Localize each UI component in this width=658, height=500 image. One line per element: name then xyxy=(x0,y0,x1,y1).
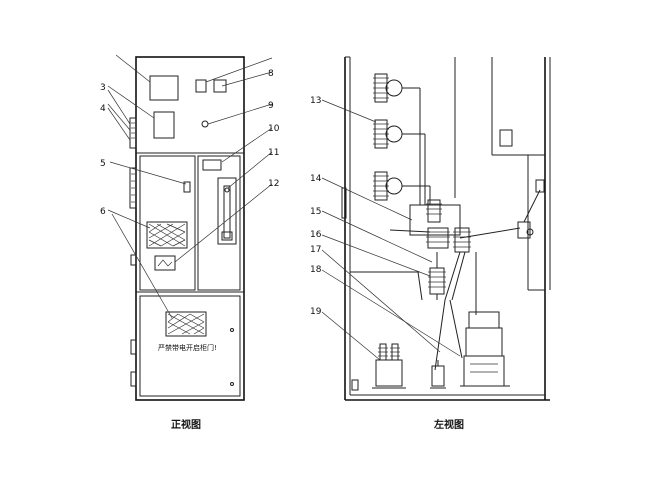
hinge-group xyxy=(129,117,137,387)
svg-text:8: 8 xyxy=(268,69,274,79)
indicator-1 xyxy=(195,79,207,93)
busbar-insulators xyxy=(373,62,456,205)
svg-text:17: 17 xyxy=(310,245,321,255)
hex-bolt xyxy=(499,129,513,147)
voltage-transformer xyxy=(460,311,510,387)
handle-5 xyxy=(183,181,191,193)
bottom-door xyxy=(139,295,241,397)
svg-text:3: 3 xyxy=(100,83,106,93)
svg-text:11: 11 xyxy=(268,148,279,158)
svg-text:6: 6 xyxy=(100,207,106,217)
svg-text:9: 9 xyxy=(268,101,274,111)
svg-text:10: 10 xyxy=(268,124,280,134)
front-leaders xyxy=(107,54,273,319)
lamp-icon xyxy=(201,120,209,128)
left-view-caption: 左视图 xyxy=(433,418,464,431)
svg-text:16: 16 xyxy=(310,230,322,240)
viewing-grille-upper xyxy=(146,221,188,249)
front-view: 严禁带电开启柜门! 3 4 5 6 8 9 10 xyxy=(100,54,280,431)
label-plate xyxy=(154,255,176,271)
warning-label: 严禁带电开启柜门! xyxy=(158,343,217,352)
middle-door-left xyxy=(139,155,196,291)
indicator-2 xyxy=(213,79,227,93)
front-view-caption: 正视图 xyxy=(171,418,201,431)
left-view: 13 14 15 16 17 18 19 左视图 xyxy=(310,56,551,431)
side-leaders xyxy=(321,99,461,361)
side-callout-numbers: 13 14 15 16 17 18 19 xyxy=(310,96,322,317)
surge-arrester xyxy=(430,360,446,389)
svg-text:19: 19 xyxy=(310,307,322,317)
svg-text:13: 13 xyxy=(310,96,321,106)
viewing-grille-lower xyxy=(165,311,207,337)
middle-door-right xyxy=(197,155,241,291)
svg-text:14: 14 xyxy=(310,174,322,184)
operating-slot xyxy=(217,177,237,245)
svg-text:12: 12 xyxy=(268,179,279,189)
disconnector xyxy=(389,199,521,253)
cable-terminals xyxy=(372,343,406,389)
front-callout-numbers: 3 4 5 6 8 9 10 11 12 xyxy=(100,69,280,217)
svg-text:5: 5 xyxy=(100,159,106,169)
relay-window xyxy=(153,111,175,139)
svg-text:18: 18 xyxy=(310,265,322,275)
svg-text:15: 15 xyxy=(310,207,321,217)
meter-window xyxy=(149,75,179,101)
svg-text:4: 4 xyxy=(100,104,106,114)
front-cabinet-outline xyxy=(135,56,245,401)
door-mechanism xyxy=(517,179,545,239)
fuse-assembly xyxy=(428,251,477,371)
